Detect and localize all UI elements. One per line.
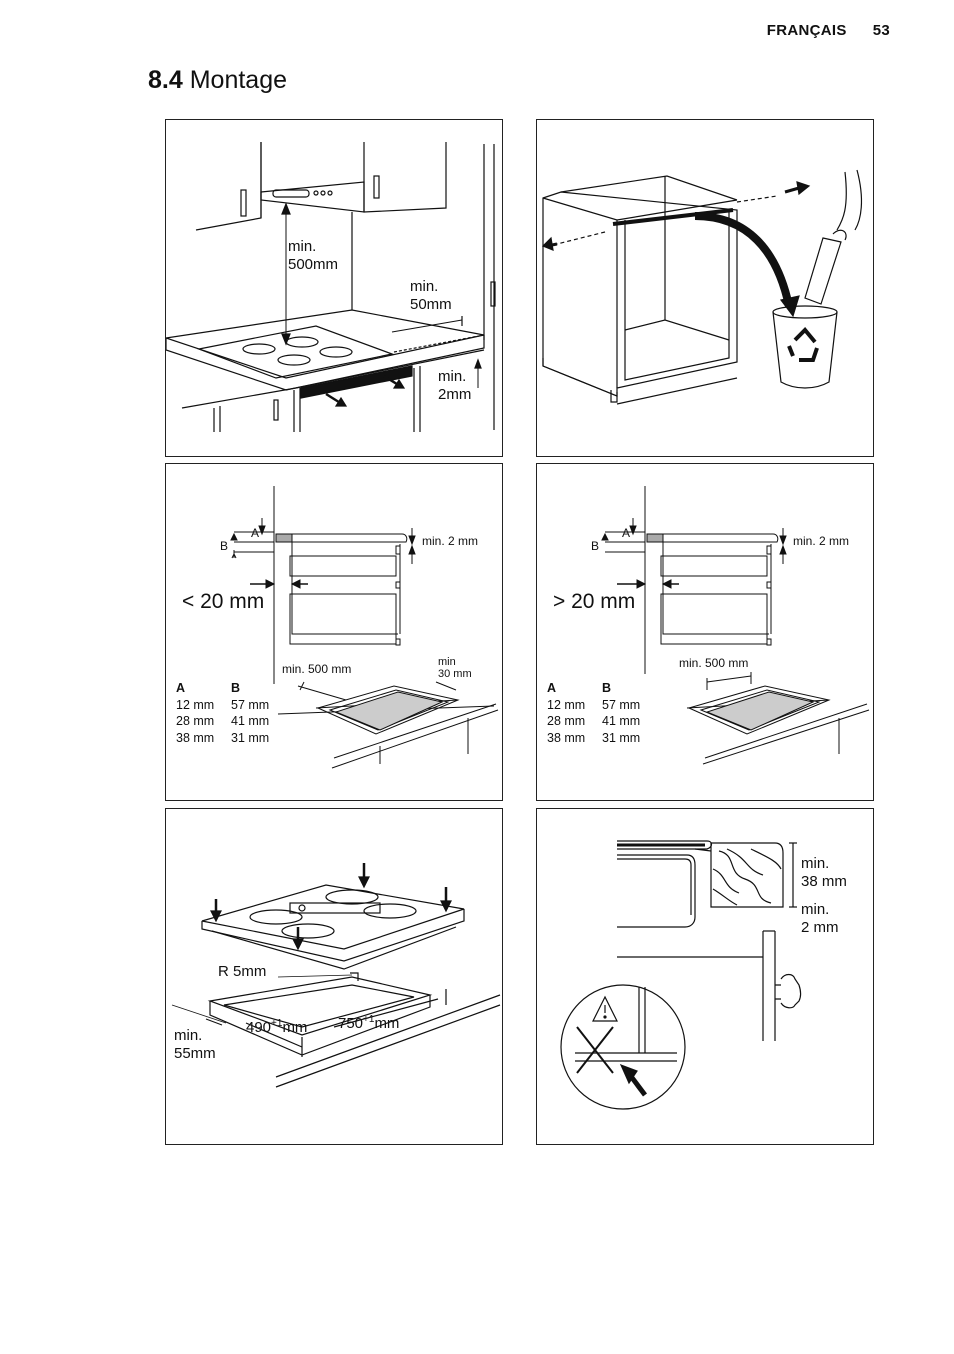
hob-cutout-illustration bbox=[171, 863, 501, 1088]
cabinet-recycle-illustration bbox=[541, 169, 863, 405]
table-cell: 41 mm bbox=[231, 714, 270, 728]
table-cell: 38 mm bbox=[176, 730, 215, 745]
table-cell: 57 mm bbox=[231, 697, 270, 712]
thickness-table: A B 12 mm 57 mm 28 mm 41 mm 38 mm 31 mm bbox=[547, 680, 640, 746]
table-header: A bbox=[547, 681, 557, 695]
width-unit: mm bbox=[374, 1015, 400, 1032]
panel-less-than-20: A B min. 2 mm < 20 mm min. 500 mm min 30… bbox=[165, 463, 503, 801]
width-tolerance: +1 bbox=[363, 1014, 375, 1025]
panel-greater-than-20: A B min. 2 mm > 20 mm min. 500 mm A B 12 … bbox=[536, 463, 874, 801]
thickness-table: A B 12 mm 57 mm 28 mm 41 mm 38 mm 31 mm bbox=[176, 680, 269, 746]
cutout-depth-label: min. 500 mm bbox=[679, 656, 749, 670]
wall-gap-label: min 30 mm bbox=[438, 656, 472, 680]
table-cell: 28 mm bbox=[176, 714, 215, 728]
section-number: 8.4 bbox=[148, 66, 183, 94]
distance-label: > 20 mm bbox=[553, 590, 636, 613]
front-gap-label: min. 55mm bbox=[174, 1027, 216, 1062]
section-illustration-a bbox=[230, 486, 499, 769]
top-gap-label: min. 2 mm bbox=[422, 534, 479, 548]
width-dimension-label: 750+1mm bbox=[338, 1011, 399, 1033]
panel-remove-bars bbox=[536, 119, 874, 457]
gap-label: min. 2 mm bbox=[801, 901, 839, 936]
width-base: 750 bbox=[338, 1015, 364, 1032]
table-cell: 28 mm bbox=[547, 714, 586, 728]
gap-label: min. 2mm bbox=[438, 368, 472, 403]
panel-cutout-dimensions: R 5mm 490+1mm 750+1mm min. 55mm bbox=[165, 808, 503, 1145]
table-cell: 57 mm bbox=[602, 697, 641, 712]
worktop-section-illustration bbox=[560, 840, 802, 1110]
table-header: B bbox=[602, 681, 612, 695]
label-b: B bbox=[591, 539, 600, 553]
depth-dimension-label: 490+1mm bbox=[246, 1015, 307, 1037]
label-a: A bbox=[622, 526, 631, 540]
distance-label: < 20 mm bbox=[182, 590, 265, 613]
page-number: 53 bbox=[872, 22, 890, 39]
label-a: A bbox=[251, 526, 260, 540]
depth-base: 490 bbox=[246, 1019, 272, 1036]
table-cell: 12 mm bbox=[547, 697, 586, 712]
hood-clearance-label: min. 500mm bbox=[288, 238, 339, 273]
depth-tolerance: +1 bbox=[271, 1018, 283, 1029]
table-header: A bbox=[176, 681, 186, 695]
label-b: B bbox=[220, 539, 229, 553]
top-gap-label: min. 2 mm bbox=[793, 534, 850, 548]
header-language: FRANÇAIS bbox=[766, 22, 847, 39]
table-header: B bbox=[231, 681, 241, 695]
page-header: FRANÇAIS 53 bbox=[767, 22, 890, 39]
table-cell: 12 mm bbox=[176, 697, 215, 712]
panel-worktop-thickness: min. 38 mm min. 2 mm bbox=[536, 808, 874, 1145]
section-illustration-b bbox=[601, 486, 870, 765]
side-clearance-label: min. 50mm bbox=[410, 278, 452, 313]
kitchen-illustration bbox=[166, 142, 496, 432]
cutout-depth-label: min. 500 mm bbox=[282, 662, 352, 676]
radius-label: R 5mm bbox=[218, 963, 267, 980]
table-cell: 38 mm bbox=[547, 730, 586, 745]
table-cell: 41 mm bbox=[602, 714, 641, 728]
table-cell: 31 mm bbox=[602, 730, 641, 745]
section-title: 8.4 Montage bbox=[148, 66, 287, 95]
section-title-text: Montage bbox=[189, 66, 288, 94]
panel-hood-clearance: min. 500mm min. 50mm min. 2mm bbox=[165, 119, 503, 457]
depth-unit: mm bbox=[282, 1019, 308, 1036]
table-cell: 31 mm bbox=[231, 730, 270, 745]
thickness-label: min. 38 mm bbox=[801, 855, 847, 890]
